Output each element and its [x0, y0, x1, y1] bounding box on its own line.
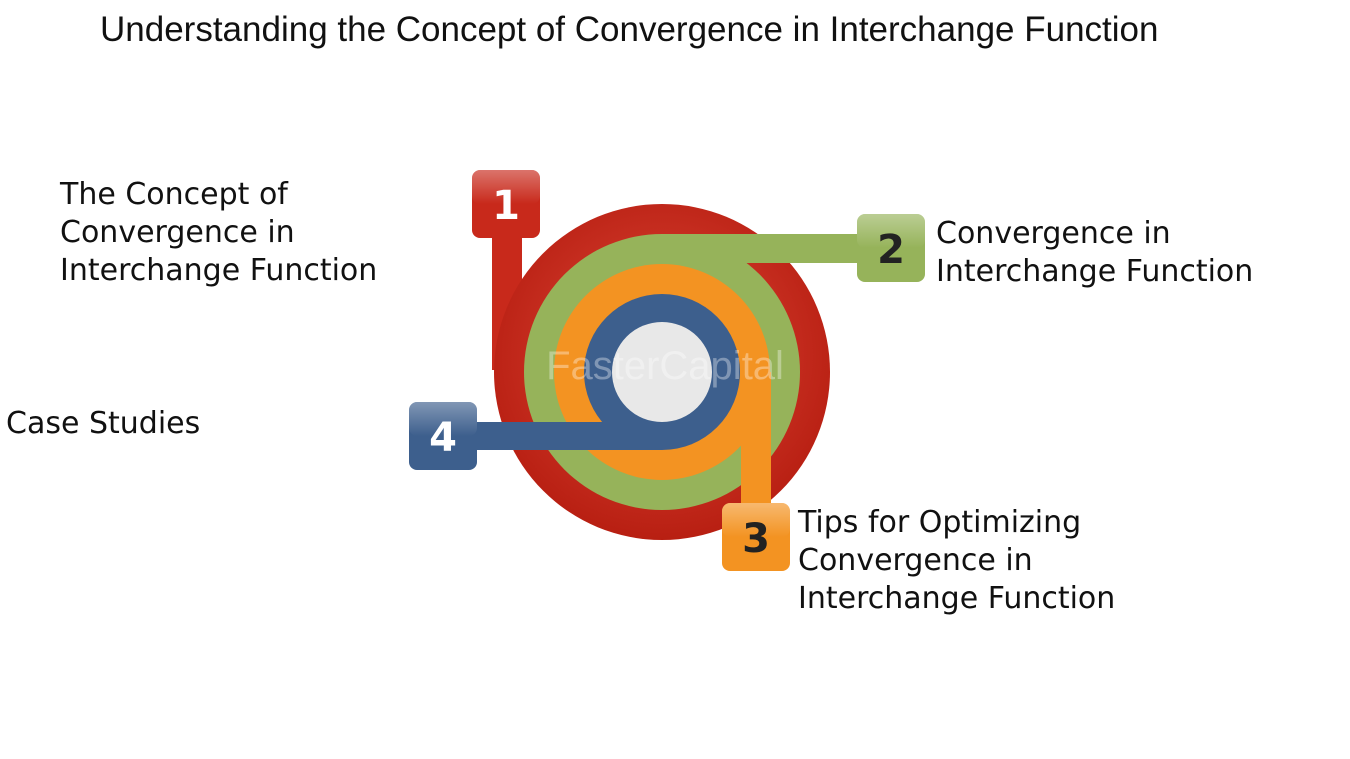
step-2-label-line: Interchange Function: [936, 254, 1254, 289]
step-2-number: 2: [877, 227, 905, 273]
step-4-label: Case Studies: [6, 405, 200, 443]
step-3-number: 3: [742, 516, 770, 562]
step-2-badge: 2: [857, 214, 925, 282]
step-2-label-line: Convergence in: [936, 216, 1171, 251]
blue-connector: [460, 422, 662, 450]
step-1-label-line: Interchange Function: [60, 253, 378, 288]
step-4-badge: 4: [409, 402, 477, 470]
green-connector: [662, 234, 872, 263]
watermark: FasterCapital: [546, 344, 784, 388]
step-1-label: The Concept of Convergence in Interchang…: [60, 176, 377, 290]
step-4-label-line: Case Studies: [6, 406, 201, 441]
step-3-badge: 3: [722, 503, 790, 571]
step-3-label: Tips for Optimizing Convergence in Inter…: [798, 504, 1115, 618]
step-4-number: 4: [429, 415, 457, 461]
center-disc: [612, 322, 712, 422]
step-1-badge: 1: [472, 170, 540, 238]
step-3-label-line: Convergence in: [798, 543, 1033, 578]
step-1-number: 1: [492, 183, 520, 229]
step-1-label-line: Convergence in: [60, 215, 295, 250]
page-title: Understanding the Concept of Convergence…: [100, 10, 1159, 49]
step-3-label-line: Tips for Optimizing: [798, 505, 1082, 540]
step-2-label: Convergence in Interchange Function: [936, 215, 1253, 291]
step-1-label-line: The Concept of: [60, 177, 288, 212]
step-3-label-line: Interchange Function: [798, 581, 1116, 616]
